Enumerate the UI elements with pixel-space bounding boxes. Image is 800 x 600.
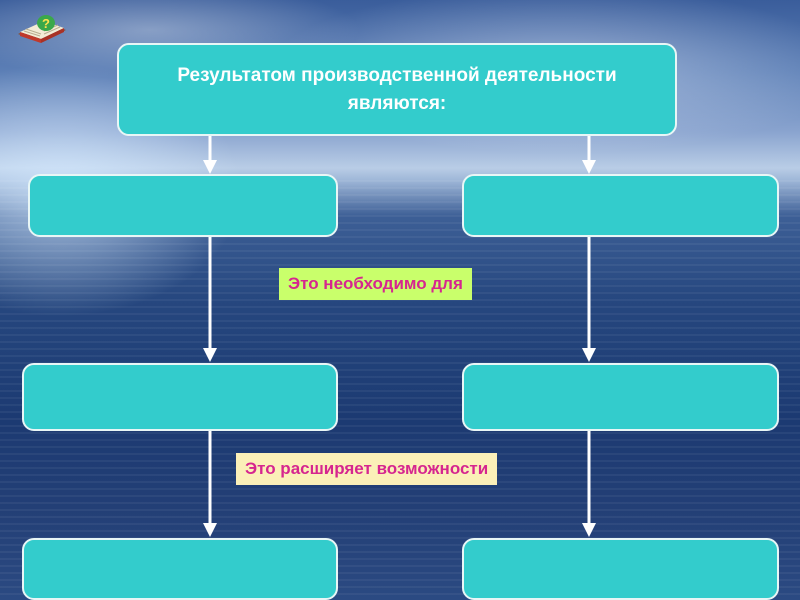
- empty-box-right-3: [462, 538, 779, 600]
- empty-box-right-2: [462, 363, 779, 431]
- arrowhead-low-right: [582, 523, 596, 537]
- empty-box-left-2: [22, 363, 338, 431]
- svg-text:?: ?: [42, 16, 50, 31]
- book-question-icon: ?: [18, 15, 66, 43]
- arrowhead-mid-right: [582, 348, 596, 362]
- arrowhead-low-left: [203, 523, 217, 537]
- empty-box-left-3: [22, 538, 338, 600]
- arrowhead-top-left: [203, 160, 217, 174]
- label-expands-possibilities: Это расширяет возможности: [236, 453, 498, 485]
- empty-box-left-1: [28, 174, 338, 237]
- arrowhead-top-right: [582, 160, 596, 174]
- arrowhead-mid-left: [203, 348, 217, 362]
- top-box-text: Результатом производственной деятельност…: [177, 64, 617, 114]
- label-necessary-for: Это необходимо для: [279, 268, 472, 300]
- empty-box-right-1: [462, 174, 779, 237]
- top-box: Результатом производственной деятельност…: [117, 43, 677, 136]
